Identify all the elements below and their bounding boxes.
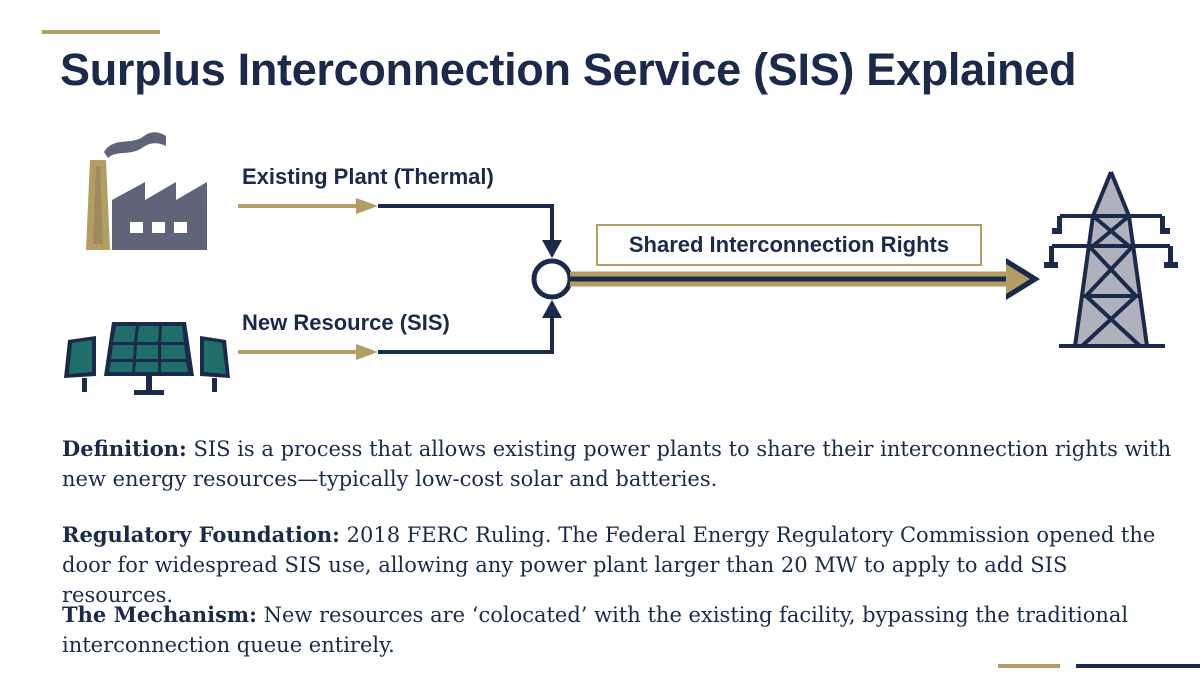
regulatory-foundation-term: Regulatory Foundation: <box>62 522 340 547</box>
existing-plant-label: Existing Plant (Thermal) <box>242 164 494 189</box>
title-accent-bar <box>42 30 160 34</box>
definition-paragraph: Definition: SIS is a process that allows… <box>62 434 1182 494</box>
footer-accent-navy <box>1076 664 1200 668</box>
definition-term: Definition: <box>62 436 187 461</box>
regulatory-foundation-text: 2018 FERC Ruling. The Federal Energy Reg… <box>62 523 1156 607</box>
shared-rights-box: Shared Interconnection Rights <box>596 224 982 266</box>
new-resource-label: New Resource (SIS) <box>242 310 450 335</box>
shared-rights-arrow <box>570 258 1040 300</box>
regulatory-foundation-paragraph: Regulatory Foundation: 2018 FERC Ruling.… <box>62 520 1182 610</box>
mechanism-text: New resources are ‘colocated’ with the e… <box>62 603 1129 657</box>
definition-text: SIS is a process that allows existing po… <box>62 437 1172 491</box>
mechanism-term: The Mechanism: <box>62 602 257 627</box>
existing-plant-flow-arrow <box>238 198 562 258</box>
mechanism-paragraph: The Mechanism: New resources are ‘coloca… <box>62 600 1182 660</box>
solar-panel-icon <box>64 322 230 395</box>
junction-node <box>531 258 573 300</box>
factory-icon <box>86 132 207 250</box>
footer-accent-gold <box>998 664 1060 668</box>
shared-rights-label: Shared Interconnection Rights <box>628 232 950 257</box>
transmission-tower-icon <box>1044 171 1178 348</box>
sis-flow-diagram <box>64 132 1178 395</box>
page-title: Surplus Interconnection Service (SIS) Ex… <box>60 44 1077 95</box>
new-resource-flow-arrow <box>238 300 562 360</box>
